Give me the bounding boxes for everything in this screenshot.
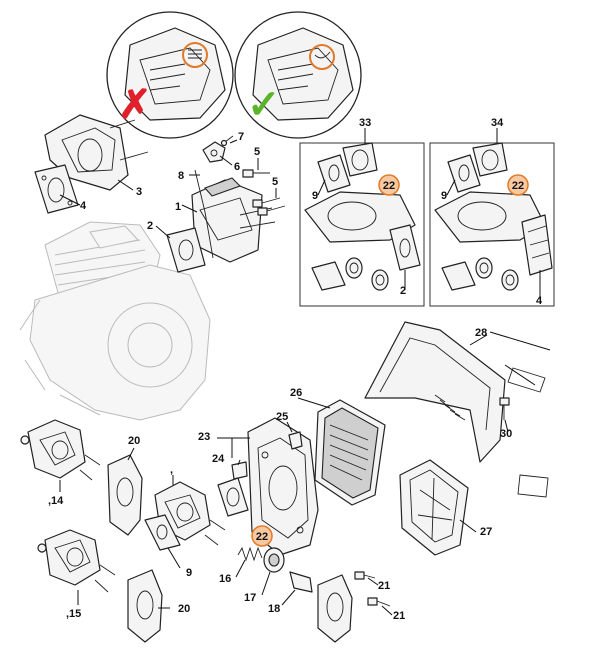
label-33: 33 (359, 117, 371, 129)
label-34: 34 (491, 117, 504, 129)
label-27: 27 (480, 526, 492, 538)
label-5-lower: 5 (272, 176, 278, 188)
part-25-fitting (288, 431, 303, 450)
kit-34-contents (434, 142, 553, 291)
flange-gasket-2 (166, 227, 206, 273)
part-number-labels: 1 2 2 3 4 4 5 5 6 7 8 9 9 9 ,14 ,15 16 1… (48, 117, 543, 622)
small-flange-gasket (217, 477, 249, 517)
label-20-lower: 20 (178, 603, 190, 615)
label-16: 16 (219, 573, 231, 585)
right-mark-icon: ✓ (247, 83, 281, 127)
sleeve-part-17 (263, 547, 285, 573)
screw-part-30 (499, 397, 510, 420)
label-4-kit: 4 (536, 295, 543, 307)
label-28: 28 (475, 327, 487, 339)
label-3: 3 (136, 186, 142, 198)
carburetor-mount-bracket (191, 177, 276, 263)
inset-wrong-orientation: ✗ (106, 11, 234, 139)
label-4-left: 4 (80, 200, 87, 212)
label-8: 8 (178, 170, 184, 182)
intake-manifold-20-lower (127, 569, 163, 643)
inset-right-orientation: ✓ (234, 11, 362, 139)
badge-22-center: 22 (251, 525, 273, 547)
label-9-center: 9 (186, 567, 192, 579)
label-25: 25 (276, 411, 288, 423)
label-15: ,15 (66, 608, 81, 620)
label-21-lower: 21 (393, 610, 405, 622)
plug-part-18 (289, 571, 313, 593)
leader-lines (59, 128, 541, 616)
highlight-ring (309, 44, 335, 70)
label-2-kit: 2 (400, 285, 406, 297)
label-24: 24 (212, 453, 225, 465)
intake-manifold-right (317, 574, 353, 643)
label-7: 7 (238, 131, 244, 143)
filter-housing-cover (364, 321, 506, 463)
engine-cylinder-background (19, 221, 211, 421)
kit-33-contents (304, 142, 421, 291)
kit-box-33 (299, 142, 425, 307)
badge-22-kit33: 22 (378, 174, 400, 196)
label-17: 17 (244, 592, 256, 604)
svg-text:22: 22 (256, 531, 268, 543)
part-24-fitting (231, 461, 248, 480)
label-23: 23 (198, 431, 210, 443)
label-comma: , (170, 464, 173, 476)
intake-manifold-20-upper (107, 454, 143, 536)
kit-box-34 (429, 142, 555, 307)
gasket-part (34, 164, 79, 214)
label-9-kit33: 9 (312, 190, 318, 202)
screw-part-7 (220, 135, 234, 147)
label-5-upper: 5 (254, 146, 260, 158)
bracket-lines-23 (217, 437, 250, 458)
highlight-ring (182, 42, 208, 68)
label-6: 6 (234, 161, 240, 173)
bolt-parts-21 (354, 571, 391, 607)
label-30: 30 (500, 428, 512, 440)
spring-part-16 (237, 546, 263, 562)
clip-part (202, 141, 226, 163)
badge-22-kit34: 22 (507, 174, 529, 196)
carburetor-14 (20, 419, 101, 481)
label-20-upper: 20 (128, 435, 140, 447)
air-filter-element (314, 399, 386, 506)
carburetor-15 (37, 529, 116, 593)
label-1: 1 (175, 201, 181, 213)
prefilter-frame (399, 459, 469, 556)
bolt-parts-5 (242, 169, 286, 216)
bracket-wire-8 (194, 169, 214, 259)
label-18: 18 (268, 603, 280, 615)
leader-28-detail (489, 331, 551, 498)
label-2-left: 2 (147, 220, 153, 232)
center-gasket-9 (144, 514, 181, 551)
svg-text:22: 22 (512, 180, 524, 192)
label-21-upper: 21 (378, 580, 390, 592)
label-26: 26 (290, 387, 302, 399)
svg-text:22: 22 (383, 180, 395, 192)
label-9-kit34: 9 (441, 190, 447, 202)
label-14: ,14 (48, 495, 64, 507)
